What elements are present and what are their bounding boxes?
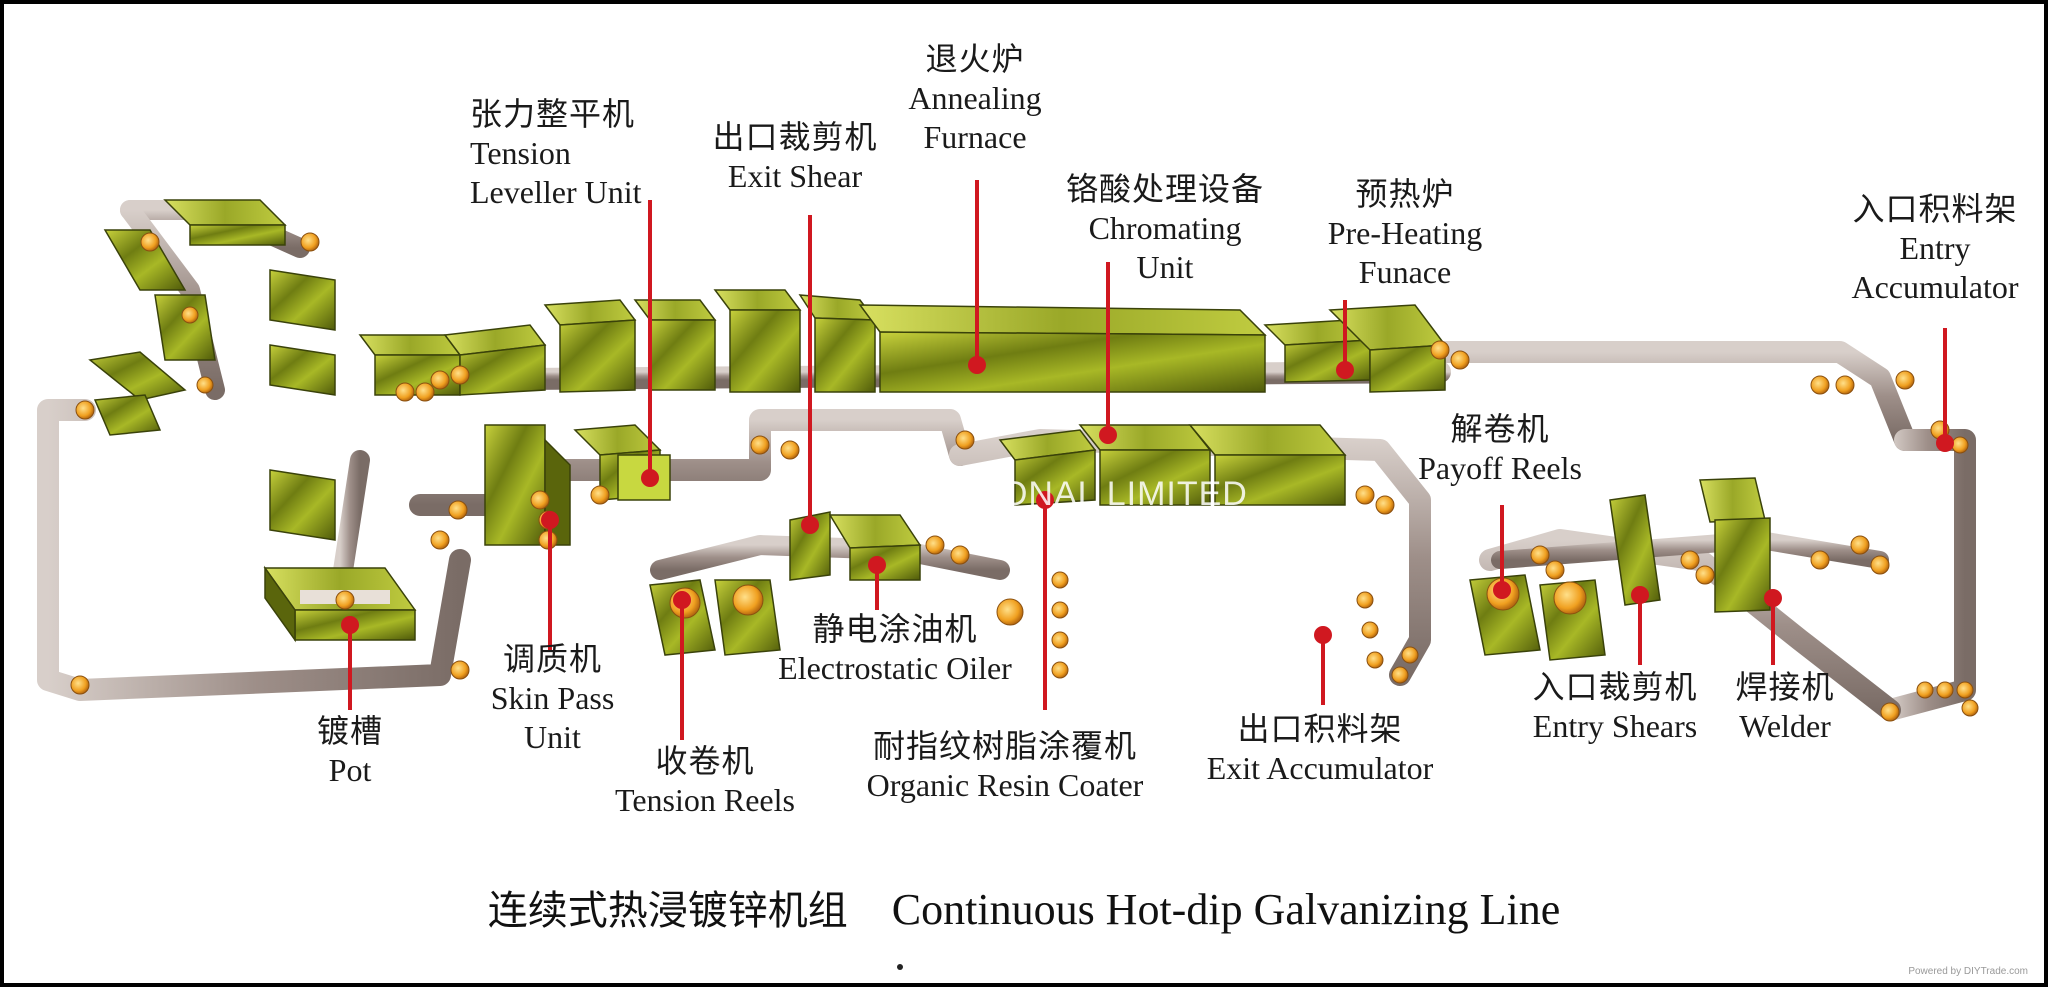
watermark-text: METAL INTERNATIONAL LIMITED (690, 475, 1248, 513)
label-skin-pass-en-2: Unit (524, 719, 581, 756)
credit-text: Powered by DIYTrade.com (1908, 966, 2028, 977)
label-tension-leveller: 张力整平机 Tension Leveller Unit (470, 95, 641, 212)
label-chromating-unit-en-2: Unit (1136, 249, 1194, 286)
label-annealing-furnace-en-2: Furnace (923, 119, 1027, 156)
label-welder-zh: 焊接机 (1735, 668, 1835, 706)
label-welder-en: Welder (1739, 708, 1831, 745)
label-chromating-unit-zh: 铬酸处理设备 (1065, 170, 1264, 208)
label-tension-reels-zh: 收卷机 (655, 742, 755, 780)
label-annealing-furnace-en-1: Annealing (908, 80, 1042, 117)
label-entry-shears: 入口裁剪机 Entry Shears (1510, 668, 1720, 746)
label-tension-reels-en: Tension Reels (615, 782, 795, 819)
label-entry-accumulator-en-2: Accumulator (1851, 269, 2019, 306)
footer-dot (897, 964, 903, 970)
label-skin-pass: 调质机 Skin Pass Unit (470, 640, 635, 757)
label-payoff-reels-zh: 解卷机 (1450, 410, 1550, 448)
label-entry-accumulator: 入口积料架 Entry Accumulator (1835, 190, 2035, 307)
label-payoff-reels: 解卷机 Payoff Reels (1400, 410, 1600, 488)
label-tension-reels: 收卷机 Tension Reels (590, 742, 820, 820)
diagram-title-en: Continuous Hot-dip Galvanizing Line (891, 885, 1561, 934)
rollers (70, 232, 1979, 722)
label-electrostatic-oiler-en: Electrostatic Oiler (778, 650, 1012, 687)
label-preheating-furnace-zh: 预热炉 (1355, 175, 1455, 213)
label-organic-resin-coater: 耐指纹树脂涂覆机 Organic Resin Coater (840, 727, 1170, 805)
label-exit-shear-zh: 出口裁剪机 (712, 118, 878, 156)
label-tension-leveller-zh: 张力整平机 (470, 95, 636, 133)
label-payoff-reels-en: Payoff Reels (1418, 450, 1582, 487)
label-pot-zh: 镀槽 (316, 712, 383, 750)
label-entry-shears-en: Entry Shears (1532, 708, 1698, 745)
label-preheating-furnace-en-1: Pre-Heating (1327, 215, 1483, 252)
label-skin-pass-en-1: Skin Pass (490, 680, 615, 717)
label-chromating-unit-en-1: Chromating (1088, 210, 1242, 247)
label-annealing-furnace-zh: 退火炉 (925, 40, 1025, 78)
label-organic-resin-coater-en: Organic Resin Coater (866, 767, 1144, 804)
label-exit-accumulator-en: Exit Accumulator (1206, 750, 1434, 787)
label-preheating-furnace: 预热炉 Pre-Heating Funace (1315, 175, 1495, 292)
label-tension-leveller-en-1: Tension (470, 135, 571, 172)
label-preheating-furnace-en-2: Funace (1358, 254, 1452, 291)
label-organic-resin-coater-zh: 耐指纹树脂涂覆机 (872, 727, 1137, 765)
label-pot: 镀槽 Pot (290, 712, 410, 790)
label-entry-shears-zh: 入口裁剪机 (1532, 668, 1698, 706)
label-pot-en: Pot (328, 752, 372, 789)
label-welder: 焊接机 Welder (1715, 668, 1855, 746)
diagram-title: 连续式热浸镀锌机组 Continuous Hot-dip Galvanizing … (0, 878, 2048, 936)
label-entry-accumulator-zh: 入口积料架 (1852, 190, 2018, 228)
label-chromating-unit: 铬酸处理设备 Chromating Unit (1055, 170, 1275, 287)
pointer-lines (341, 180, 1954, 740)
diagram-title-zh: 连续式热浸镀锌机组 (487, 888, 848, 934)
label-electrostatic-oiler-zh: 静电涂油机 (812, 610, 978, 648)
label-exit-accumulator-zh: 出口积料架 (1237, 710, 1403, 748)
label-exit-accumulator: 出口积料架 Exit Accumulator (1180, 710, 1460, 788)
label-entry-accumulator-en-1: Entry (1899, 230, 1971, 267)
label-electrostatic-oiler: 静电涂油机 Electrostatic Oiler (755, 610, 1035, 688)
label-tension-leveller-en-2: Leveller Unit (470, 174, 642, 211)
label-exit-shear-en: Exit Shear (727, 158, 863, 195)
label-exit-shear: 出口裁剪机 Exit Shear (700, 118, 890, 196)
label-skin-pass-zh: 调质机 (502, 640, 602, 678)
label-annealing-furnace: 退火炉 Annealing Furnace (895, 40, 1055, 157)
